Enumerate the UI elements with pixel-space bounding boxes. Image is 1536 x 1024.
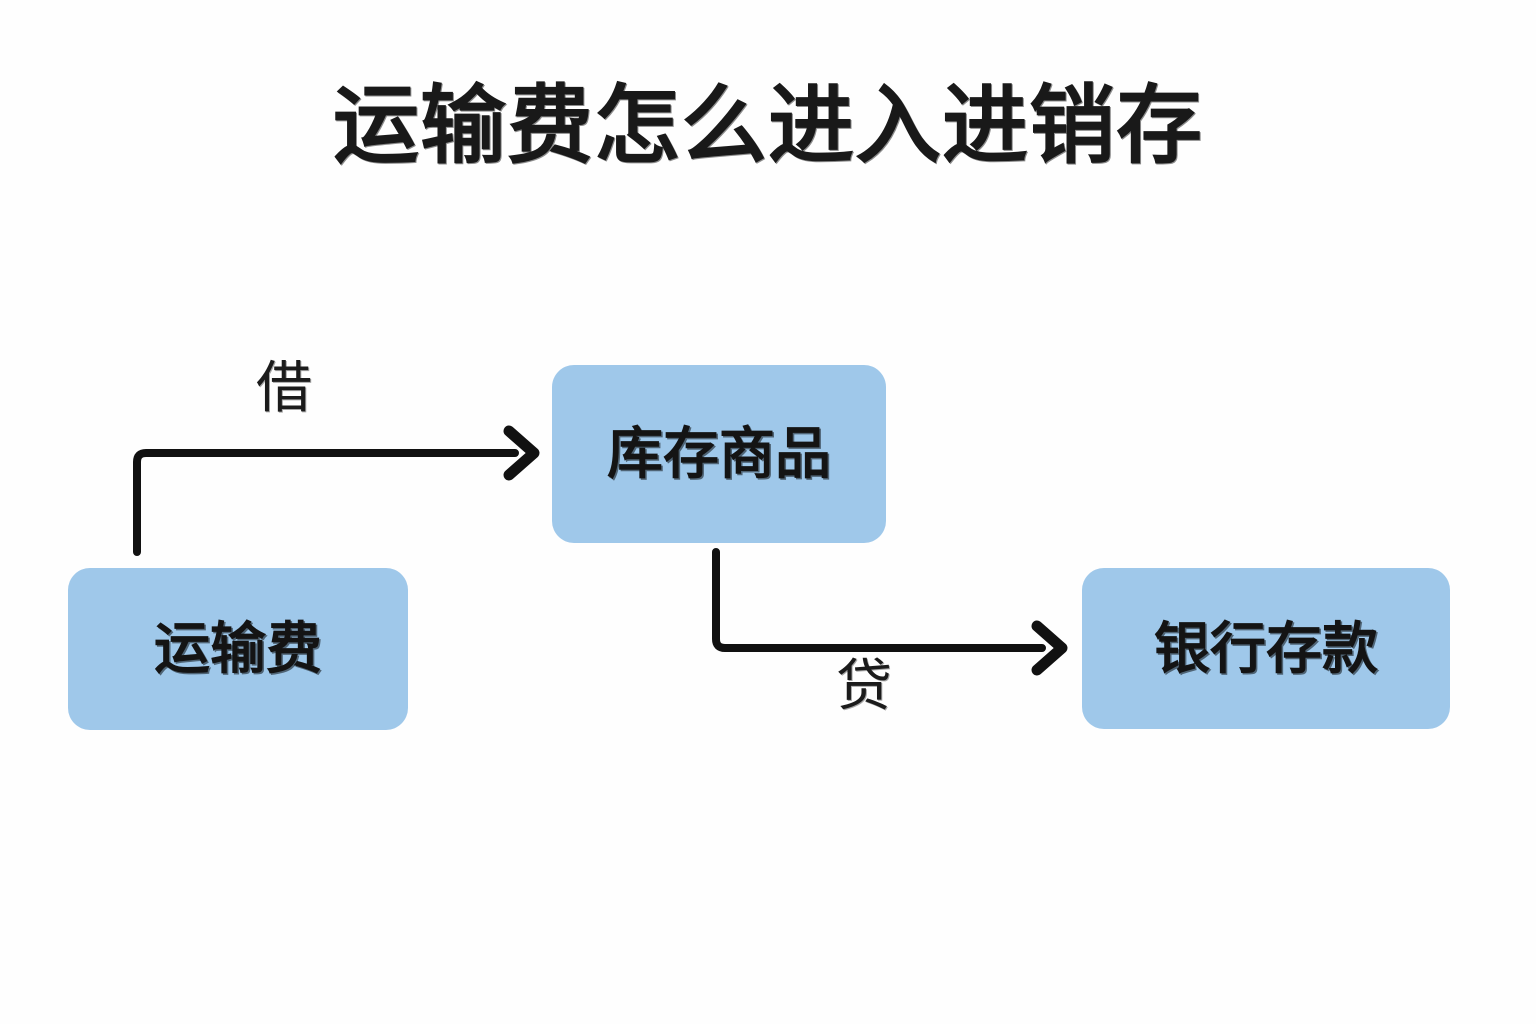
- node-bank-deposit[interactable]: 银行存款: [1082, 568, 1450, 729]
- page-title: 运输费怎么进入进销存: [333, 78, 1203, 174]
- node-transport-fee-label: 运输费: [154, 617, 322, 680]
- node-inventory-goods-label: 库存商品: [607, 422, 831, 485]
- edge-label-credit: 贷: [836, 654, 892, 717]
- edge-debit-arrow: [133, 425, 540, 556]
- edge-credit-arrow: [712, 548, 1068, 676]
- node-inventory-goods[interactable]: 库存商品: [552, 365, 886, 543]
- node-transport-fee[interactable]: 运输费: [68, 568, 408, 730]
- node-bank-deposit-label: 银行存款: [1154, 616, 1378, 680]
- edge-label-debit: 借: [256, 356, 312, 419]
